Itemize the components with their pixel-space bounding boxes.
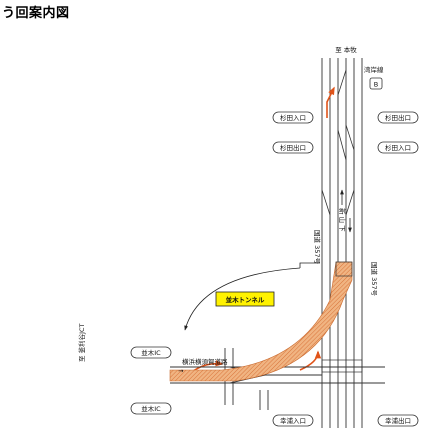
destination-left-label: 至 釜利谷JCT [77, 323, 86, 362]
pill-sugita-in-right: 杉田入口 [377, 141, 419, 154]
lane-arrows [340, 189, 352, 233]
pill-text: 並木IC [141, 348, 161, 357]
yokohama-yokosuka-label: 横浜横須賀道路 [182, 357, 228, 366]
tunnel-name-text: 並木トンネル [226, 295, 265, 304]
destination-top-label: 至 本牧 [335, 45, 357, 54]
tunnel-entrance-box [335, 261, 353, 277]
main-vertical-road [321, 58, 363, 428]
pill-text: 並木IC [141, 404, 161, 413]
bayshore-badge-frame [369, 77, 383, 90]
pill-text: 杉田出口 [385, 113, 411, 122]
pill-text: 幸浦入口 [280, 416, 306, 425]
pill-text: 杉田入口 [385, 143, 411, 152]
namiki-tunnel [169, 261, 353, 382]
tunnel-label: 並木トンネル [215, 291, 275, 307]
pill-sugita-out-right-top: 杉田出口 [377, 111, 419, 124]
tunnel-exit-box [321, 359, 363, 373]
pill-namiki-ic-lower: 並木IC [130, 402, 172, 415]
pill-sachiura-in: 幸浦入口 [272, 414, 314, 427]
map-title: う回案内図 [2, 6, 70, 21]
pill-sugita-out-left: 杉田出口 [272, 141, 314, 154]
vertical-road-label: 新 山 下 [338, 208, 347, 232]
route-357-south-label: 国道 357号 [370, 262, 379, 296]
sugita-ramps [321, 69, 355, 216]
jct-arrow: → [178, 367, 184, 375]
pill-text: 杉田入口 [280, 113, 306, 122]
tunnel-leader-line [185, 262, 320, 330]
route-357-north-label: 国道 357号 [313, 230, 322, 264]
pill-text: 杉田出口 [280, 143, 306, 152]
pill-text: 幸浦出口 [385, 416, 411, 425]
bayshore-badge: B [374, 81, 378, 89]
pill-sugita-in-left: 杉田入口 [272, 111, 314, 124]
pill-sachiura-out: 幸浦出口 [377, 414, 419, 427]
pill-namiki-ic-upper: 並木IC [130, 346, 172, 359]
bayshore-line-label: 湾岸線 [364, 65, 384, 74]
